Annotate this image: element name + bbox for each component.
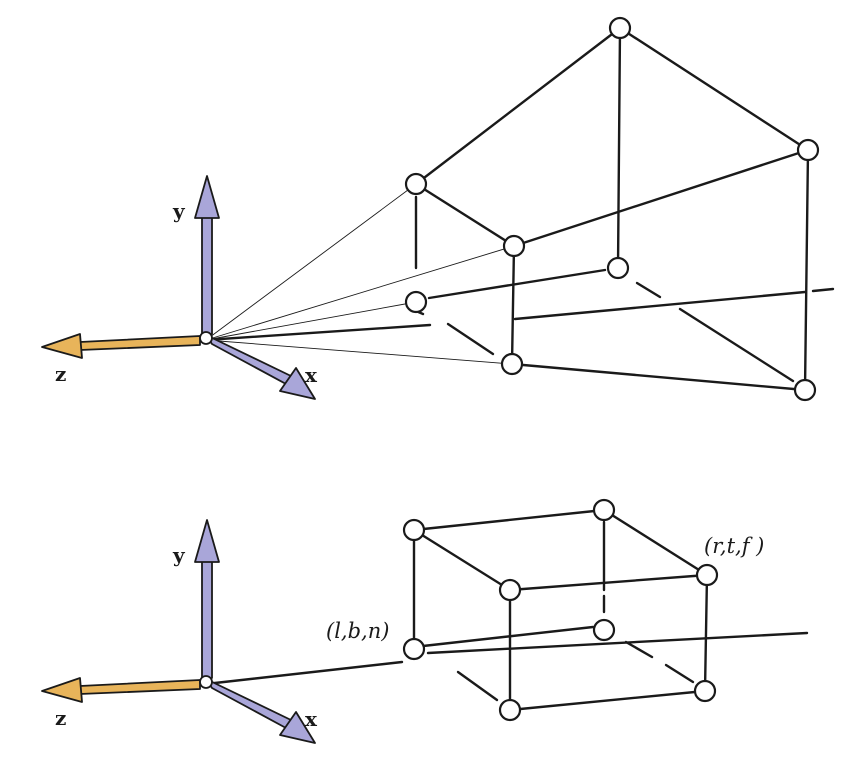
box-edge xyxy=(412,508,606,532)
axes-bottom: y z x xyxy=(41,519,318,744)
frustum-edge xyxy=(616,26,622,270)
frustum-edge xyxy=(510,244,516,366)
x-axis-label: x xyxy=(305,363,318,387)
z-axis-label: z xyxy=(55,706,66,730)
z-axis-arrow xyxy=(41,333,201,359)
frustum-edge xyxy=(414,26,622,186)
axes-top: y z x xyxy=(41,175,318,400)
frustum-edge xyxy=(618,26,810,152)
vertex xyxy=(404,172,428,196)
far-corner-label: (r,t,f ) xyxy=(704,534,764,558)
projector-line xyxy=(205,301,417,341)
hidden-edges xyxy=(407,195,795,383)
near-corner-label: (l,b,n) xyxy=(326,619,389,643)
y-axis-label: y xyxy=(172,543,186,567)
vertex xyxy=(608,16,632,40)
x-axis-arrow xyxy=(205,334,316,400)
hidden-edges xyxy=(421,520,695,702)
view-direction-line xyxy=(204,631,809,686)
frustum-edge xyxy=(512,148,810,248)
frustum-edge xyxy=(510,362,807,392)
bottom-orthographic-view: (l,b,n) (r,t,f ) y z x xyxy=(41,498,809,744)
y-axis-arrow xyxy=(194,519,220,679)
vertex xyxy=(592,618,616,642)
frustum-edge xyxy=(803,148,810,392)
projector-line xyxy=(205,245,515,341)
vertex xyxy=(693,679,717,703)
projector-line xyxy=(205,339,513,365)
x-axis-arrow xyxy=(205,678,316,744)
vertex xyxy=(498,578,522,602)
z-axis-arrow xyxy=(41,677,201,703)
vertex xyxy=(404,290,428,314)
view-direction-line xyxy=(204,287,835,342)
y-axis-label: y xyxy=(172,199,186,223)
box-edge xyxy=(508,689,707,712)
vertex xyxy=(402,518,426,542)
vertex xyxy=(592,498,616,522)
box-vertices xyxy=(402,498,719,722)
vertex xyxy=(695,563,719,587)
y-axis-arrow xyxy=(194,175,220,335)
frustum-edges xyxy=(414,26,810,392)
box-edge xyxy=(412,528,512,592)
top-perspective-view: y z x xyxy=(41,16,835,402)
frustum-vertices xyxy=(404,16,820,402)
frustum-edge xyxy=(414,182,516,248)
box-edges xyxy=(412,508,709,712)
vertex xyxy=(796,138,820,162)
origin xyxy=(199,331,213,345)
vertex xyxy=(500,352,524,376)
box-edge xyxy=(703,573,709,693)
x-axis-label: x xyxy=(305,707,318,731)
origin xyxy=(199,675,213,689)
z-axis-label: z xyxy=(55,362,66,386)
projector-lines xyxy=(205,183,515,365)
projector-line xyxy=(205,183,417,341)
box-edge xyxy=(508,573,709,592)
box-edge xyxy=(602,508,709,577)
vertex xyxy=(502,234,526,258)
vertex xyxy=(793,378,817,402)
vertex xyxy=(498,698,522,722)
vertex xyxy=(402,637,426,661)
vertex xyxy=(606,256,630,280)
